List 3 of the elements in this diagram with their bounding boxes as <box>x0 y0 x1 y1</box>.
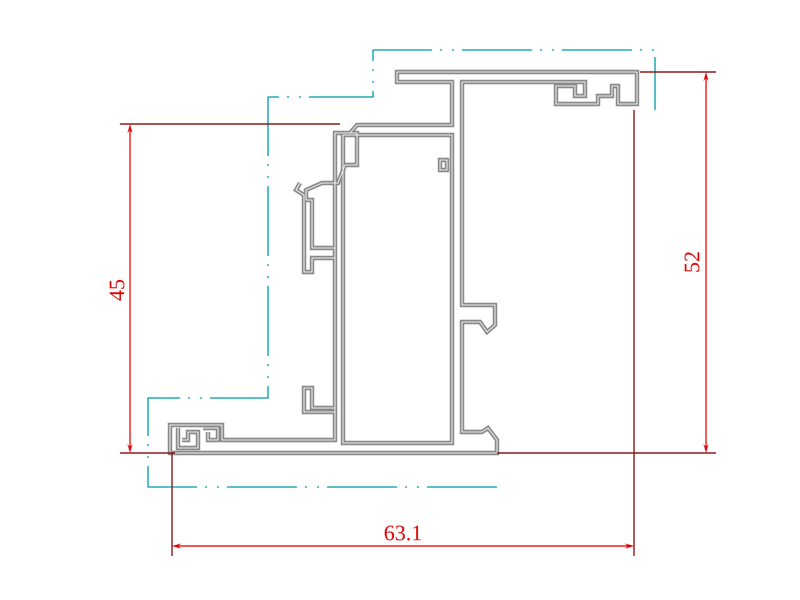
dimension-label: 63.1 <box>384 526 421 540</box>
dimension-label: 45 <box>110 280 124 301</box>
dimension-label: 52 <box>684 252 700 272</box>
